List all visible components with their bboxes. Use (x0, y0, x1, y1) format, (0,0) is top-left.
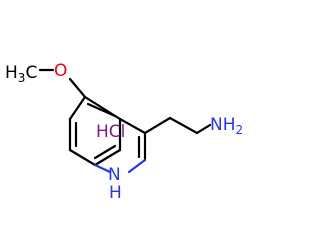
structure-svg: H3C O NH2 N H HCl (5, 61, 243, 203)
bond-c7-c7a (68, 148, 97, 167)
oxygen-label: O (54, 61, 67, 81)
molecule-diagram: H3C O NH2 N H HCl (5, 61, 244, 203)
bond-c5-c6 (68, 95, 87, 121)
methyl-label: H3C (5, 63, 37, 85)
amine-label: NH2 (210, 115, 243, 137)
bond-cb-n (195, 123, 212, 135)
bond-c3a-c3 (118, 117, 147, 135)
bond-ca-cb (168, 116, 199, 135)
bond-c2-n1 (127, 158, 147, 174)
ring-nh-h-label: H (109, 183, 122, 203)
bond-o-c5 (68, 77, 87, 99)
bond-c7a-c3a-inner (93, 144, 117, 160)
bond-c4-c5-inner (86, 102, 117, 118)
bond-n1-c7a (93, 163, 112, 174)
bond-c3-ca (143, 116, 172, 135)
bond-c7a-c3a (93, 148, 122, 167)
ring-nh-n-label: N (108, 165, 121, 185)
hcl-label: HCl (96, 122, 125, 142)
